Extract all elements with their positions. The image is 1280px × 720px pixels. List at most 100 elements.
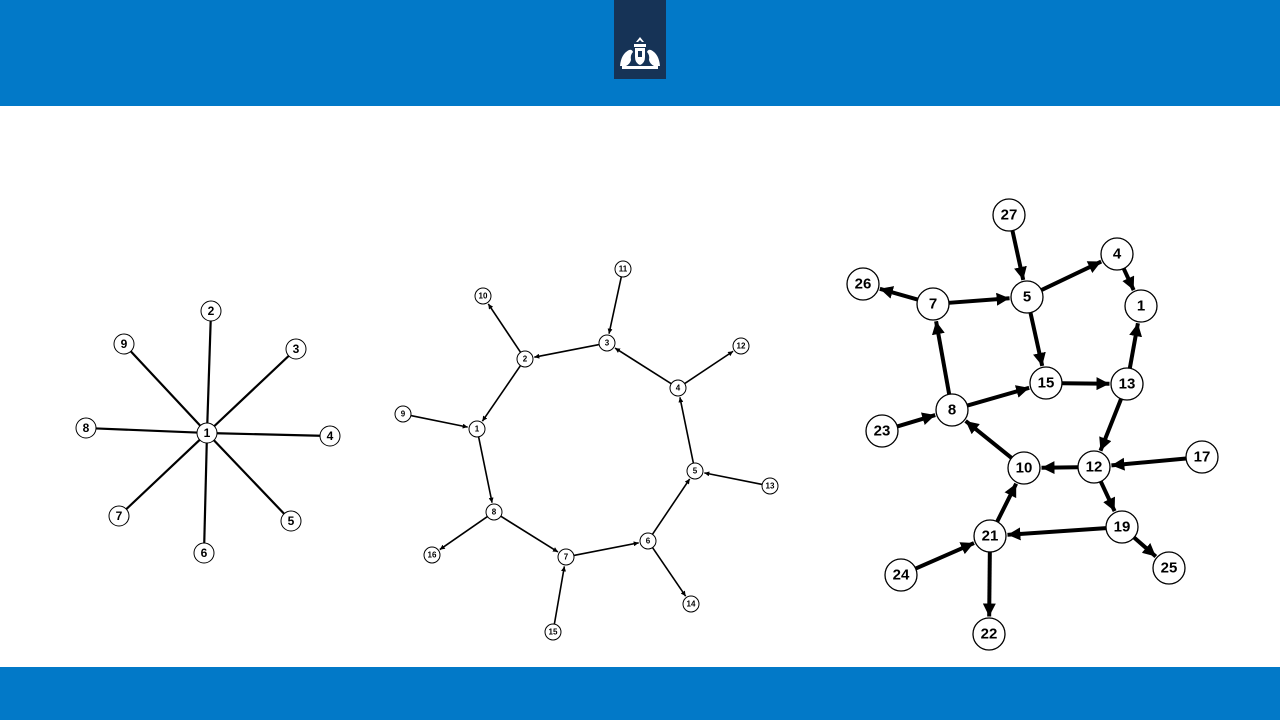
- edge-2-1: [481, 365, 522, 422]
- edge-7-26: [879, 286, 919, 302]
- node-label: 10: [479, 292, 488, 301]
- node-label: 8: [492, 508, 497, 517]
- node-label: 5: [693, 467, 698, 476]
- node-circle: [75, 417, 97, 439]
- edge-21-10: [995, 482, 1018, 523]
- node-circle: [544, 623, 562, 641]
- edge-4-3: [614, 347, 672, 385]
- node-label: 13: [766, 482, 775, 491]
- node-circle: [1029, 366, 1063, 400]
- node-circle: [884, 558, 918, 592]
- edge-17-12: [1111, 456, 1187, 471]
- node-circle: [474, 287, 492, 305]
- node-circle: [686, 462, 704, 480]
- node-7: 7: [916, 287, 950, 321]
- node-3: 3: [285, 338, 307, 360]
- node-8: 8: [485, 503, 503, 521]
- node-circle: [992, 198, 1026, 232]
- node-label: 12: [1086, 459, 1103, 476]
- node-label: 3: [605, 339, 610, 348]
- edge-13-1: [1127, 322, 1143, 369]
- node-circle: [285, 338, 307, 360]
- node-label: 4: [327, 429, 334, 443]
- node-2: 2: [200, 300, 222, 322]
- node-6: 6: [639, 532, 657, 550]
- edge-19-25: [1132, 536, 1158, 559]
- node-label: 12: [737, 342, 746, 351]
- node-label: 2: [523, 355, 528, 364]
- node-circle: [1105, 510, 1139, 544]
- node-circle: [846, 267, 880, 301]
- node-9: 9: [394, 405, 412, 423]
- edge-13-5: [704, 471, 763, 486]
- edge-1-7: [125, 439, 201, 510]
- node-circle: [973, 519, 1007, 553]
- node-label: 6: [201, 546, 208, 560]
- node-label: 9: [401, 410, 406, 419]
- node-label: 24: [893, 567, 910, 584]
- node-circle: [761, 477, 779, 495]
- node-label: 23: [874, 423, 891, 440]
- node-5: 5: [686, 462, 704, 480]
- edge-3-2: [534, 343, 600, 359]
- edge-19-21: [1007, 526, 1107, 541]
- node-circle: [1077, 450, 1111, 484]
- edge-5-15: [1028, 312, 1046, 367]
- node-11: 11: [614, 260, 632, 278]
- node-circle: [639, 532, 657, 550]
- node-13: 13: [761, 477, 779, 495]
- edge-6-5: [651, 478, 691, 535]
- node-circle: [1185, 440, 1219, 474]
- node-circle: [423, 546, 441, 564]
- node-label: 25: [1161, 560, 1178, 577]
- node-4: 4: [669, 379, 687, 397]
- node-circle: [1007, 451, 1041, 485]
- edge-4-1: [1121, 267, 1136, 291]
- node-label: 16: [428, 551, 437, 560]
- node-8: 8: [935, 393, 969, 427]
- edge-2-10: [487, 303, 522, 353]
- node-label: 6: [646, 537, 651, 546]
- node-5: 5: [1010, 280, 1044, 314]
- node-circle: [394, 405, 412, 423]
- node-label: 19: [1114, 519, 1131, 536]
- node-circle: [935, 393, 969, 427]
- edge-5-4: [1040, 259, 1103, 292]
- node-label: 1: [204, 426, 211, 440]
- footer-bar: [0, 667, 1280, 720]
- node-3: 3: [598, 334, 616, 352]
- node-15: 15: [544, 623, 562, 641]
- coat-of-arms-icon: [620, 37, 660, 69]
- edge-7-6: [573, 541, 639, 557]
- node-9: 9: [113, 333, 135, 355]
- edge-15-13: [1061, 377, 1110, 391]
- node-label: 4: [676, 384, 681, 393]
- node-26: 26: [846, 267, 880, 301]
- edge-23-8: [896, 412, 936, 429]
- edge-1-8: [95, 427, 198, 434]
- node-circle: [200, 300, 222, 322]
- node-circle: [669, 379, 687, 397]
- node-15: 15: [1029, 366, 1063, 400]
- node-label: 5: [1023, 289, 1031, 306]
- node-label: 15: [1038, 375, 1055, 392]
- logo: [614, 0, 666, 79]
- node-circle: [732, 337, 750, 355]
- node-label: 27: [1001, 207, 1018, 224]
- edge-4-12: [684, 350, 734, 385]
- node-circle: [557, 548, 575, 566]
- edge-13-12: [1098, 398, 1123, 452]
- node-circle: [196, 422, 218, 444]
- node-7: 7: [108, 505, 130, 527]
- node-14: 14: [682, 595, 700, 613]
- edge-1-9: [130, 350, 201, 427]
- edge-27-5: [1010, 230, 1027, 281]
- node-1: 1: [468, 420, 486, 438]
- edge-9-1: [410, 414, 468, 429]
- edge-8-7: [931, 320, 952, 395]
- node-4: 4: [319, 425, 341, 447]
- node-23: 23: [865, 414, 899, 448]
- edge-8-7: [500, 515, 559, 553]
- edge-5-4: [678, 397, 695, 464]
- node-19: 19: [1105, 510, 1139, 544]
